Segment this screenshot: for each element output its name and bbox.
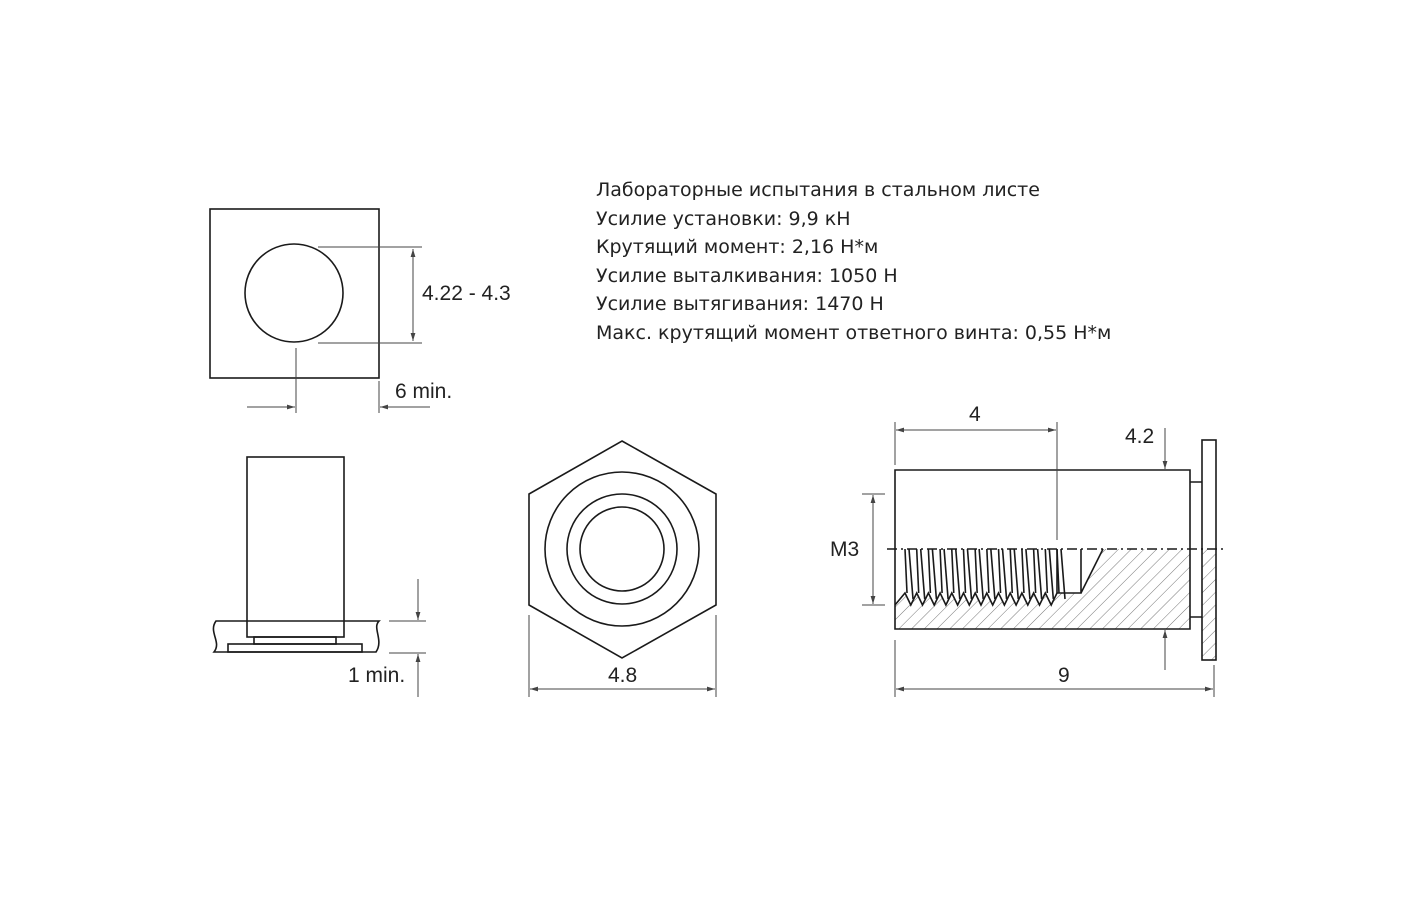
- thread-line: [931, 548, 938, 600]
- thread-line: [904, 548, 908, 594]
- thread-line: [978, 548, 984, 600]
- thread-line: [974, 548, 978, 594]
- thread-line: [986, 548, 990, 594]
- thread-root-line: [894, 591, 1058, 607]
- thread-line: [990, 548, 996, 600]
- sheet-square: [209, 208, 380, 379]
- thread-line: [1025, 548, 1031, 600]
- thread-size-label: M3: [830, 538, 859, 561]
- standoff-body: [246, 456, 345, 638]
- thread-line: [1009, 548, 1014, 594]
- mounting-hole: [244, 243, 344, 343]
- thread-line: [1036, 548, 1043, 600]
- hex-end-view: 4.8: [528, 440, 717, 697]
- installed-side-view: 1 min.: [212, 456, 426, 697]
- sheet-section: [212, 620, 381, 653]
- total-length-label: 9: [1058, 664, 1070, 687]
- thread-line: [997, 548, 1002, 594]
- hex-outline: [528, 440, 717, 659]
- thread-line: [1048, 548, 1055, 600]
- head-flange: [1201, 439, 1217, 661]
- thread-line: [919, 548, 926, 600]
- lab-test-specs: Лабораторные испытания в стальном листе …: [596, 176, 1111, 347]
- edge-distance-label: 6 min.: [395, 380, 452, 403]
- thread-line: [1060, 548, 1066, 600]
- sheet-hole-view: 4.22 - 4.3 6 min.: [209, 208, 511, 413]
- hex-width-label: 4.8: [608, 664, 637, 687]
- standoff-flange: [227, 643, 363, 653]
- thread-length-label: 4: [969, 403, 981, 426]
- thread-line: [1021, 548, 1025, 594]
- thread-line: [1013, 548, 1020, 600]
- section-view: 4 4.2 M3 9: [830, 403, 1224, 697]
- thread-line: [950, 548, 955, 594]
- hole-diameter-label: 4.22 - 4.3: [422, 282, 511, 305]
- body-diameter-label: 4.2: [1125, 425, 1154, 448]
- spec-line: Крутящий момент: 2,16 Н*м: [596, 236, 879, 258]
- thread-line: [954, 548, 961, 600]
- specs-title: Лабораторные испытания в стальном листе: [596, 179, 1040, 201]
- thread-line: [962, 548, 967, 594]
- thread-bore: [579, 506, 665, 592]
- thread-line: [908, 548, 914, 600]
- thread-line: [939, 548, 943, 594]
- thread-line: [1032, 548, 1037, 594]
- thread-profile: [894, 548, 1066, 607]
- sheet-thickness-label: 1 min.: [348, 664, 405, 687]
- spec-line: Макс. крутящий момент ответного винта: 0…: [596, 321, 1112, 344]
- thread-line: [1001, 548, 1008, 600]
- thread-line: [927, 548, 932, 594]
- spec-line: Усилие выталкивания: 1050 Н: [596, 264, 898, 287]
- thread-line: [966, 548, 973, 600]
- thread-line: [943, 548, 949, 600]
- spec-line: Усилие установки: 9,9 кН: [596, 207, 851, 230]
- thread-line: [1044, 548, 1049, 594]
- thread-line: [915, 548, 920, 594]
- spec-line: Усилие вытягивания: 1470 Н: [596, 293, 884, 315]
